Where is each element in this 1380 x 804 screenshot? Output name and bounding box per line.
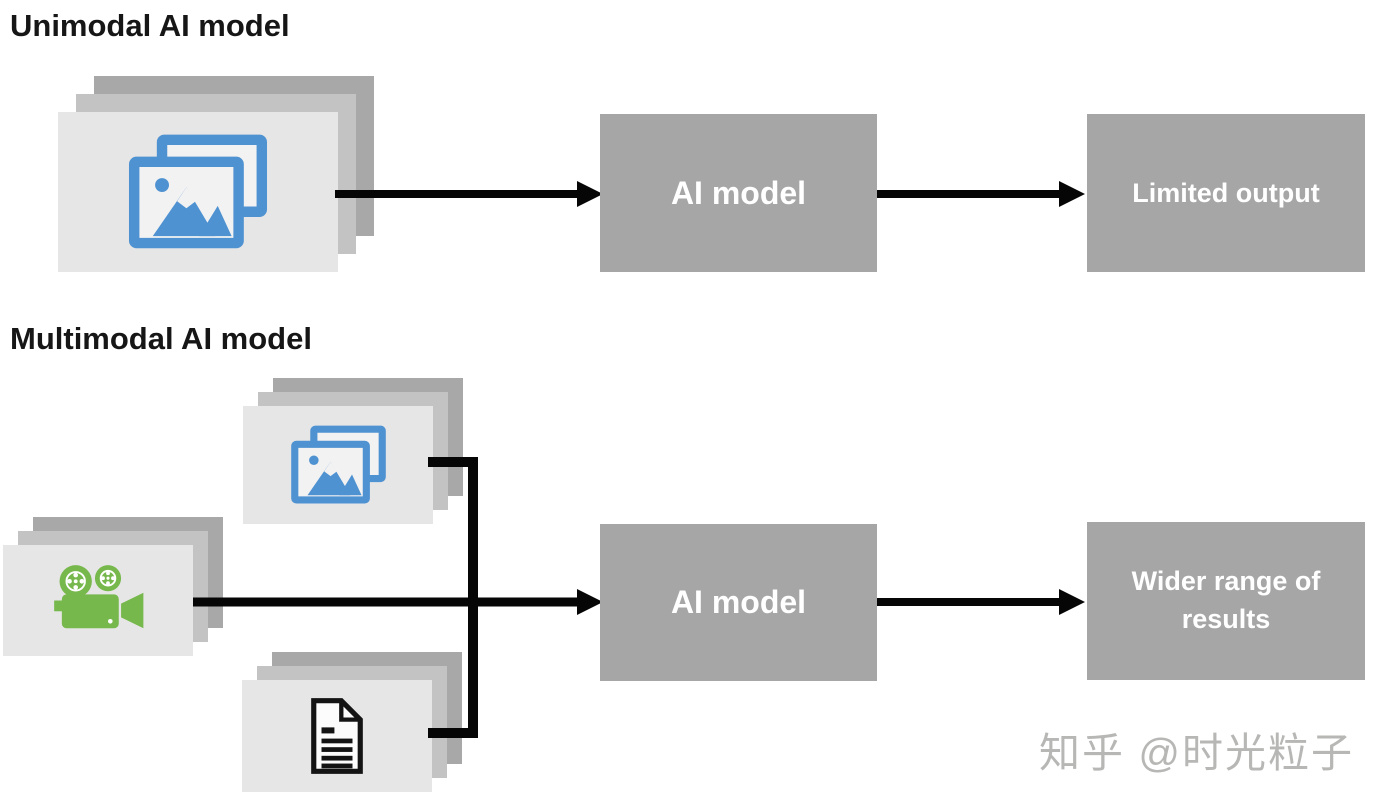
wider-range-output-box: Wider range of results: [1087, 522, 1365, 680]
ai-model-box-unimodal: AI model: [600, 114, 877, 272]
document-icon: [311, 698, 363, 774]
images-icon: [290, 425, 386, 504]
arrowhead: [1059, 589, 1085, 615]
video-input-stack: [3, 545, 193, 656]
image-input-stack-unimodal: [58, 112, 338, 272]
ai-model-box-multimodal: AI model: [600, 524, 877, 681]
section-title-multimodal: Multimodal AI model: [10, 321, 312, 356]
watermark-text: 知乎 @时光粒子: [1038, 730, 1354, 776]
video-camera-icon: [54, 565, 144, 629]
section-title-unimodal: Unimodal AI model: [10, 8, 290, 43]
image-input-stack-multimodal: [243, 406, 433, 524]
arrowhead: [1059, 181, 1085, 207]
images-icon: [128, 134, 268, 249]
text-input-stack: [242, 680, 432, 792]
limited-output-box: Limited output: [1087, 114, 1365, 272]
